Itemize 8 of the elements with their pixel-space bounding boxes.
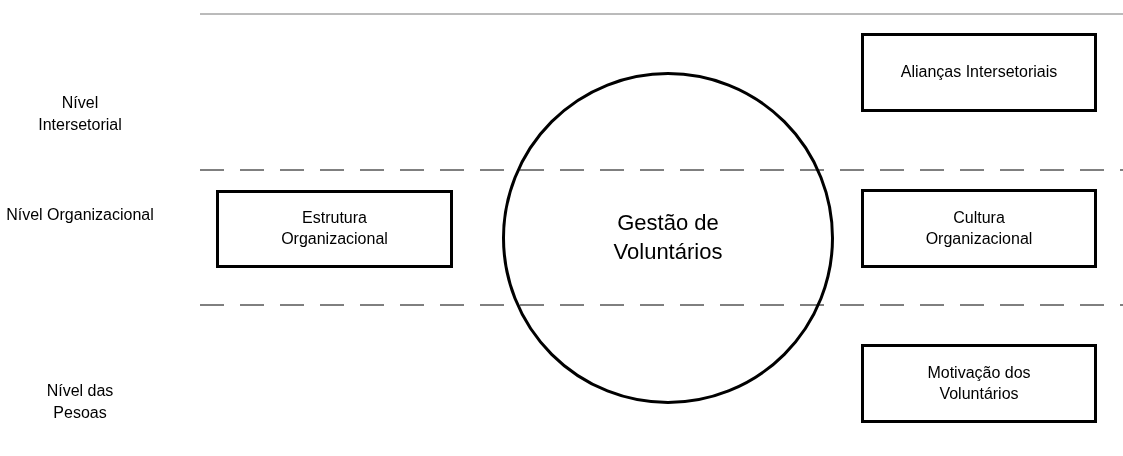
concept-box: Estrutura Organizacional	[216, 190, 453, 268]
level-label: Nível Intersetorial	[37, 93, 123, 136]
concept-box: Motivação dos Voluntários	[861, 344, 1097, 423]
concept-box: Alianças Intersetoriais	[861, 33, 1097, 112]
level-label: Nível Organizacional	[5, 205, 155, 225]
level-label: Nível das Pesoas	[45, 381, 115, 424]
concept-box: Cultura Organizacional	[861, 189, 1097, 268]
central-circle: Gestão de Voluntários	[502, 72, 834, 404]
